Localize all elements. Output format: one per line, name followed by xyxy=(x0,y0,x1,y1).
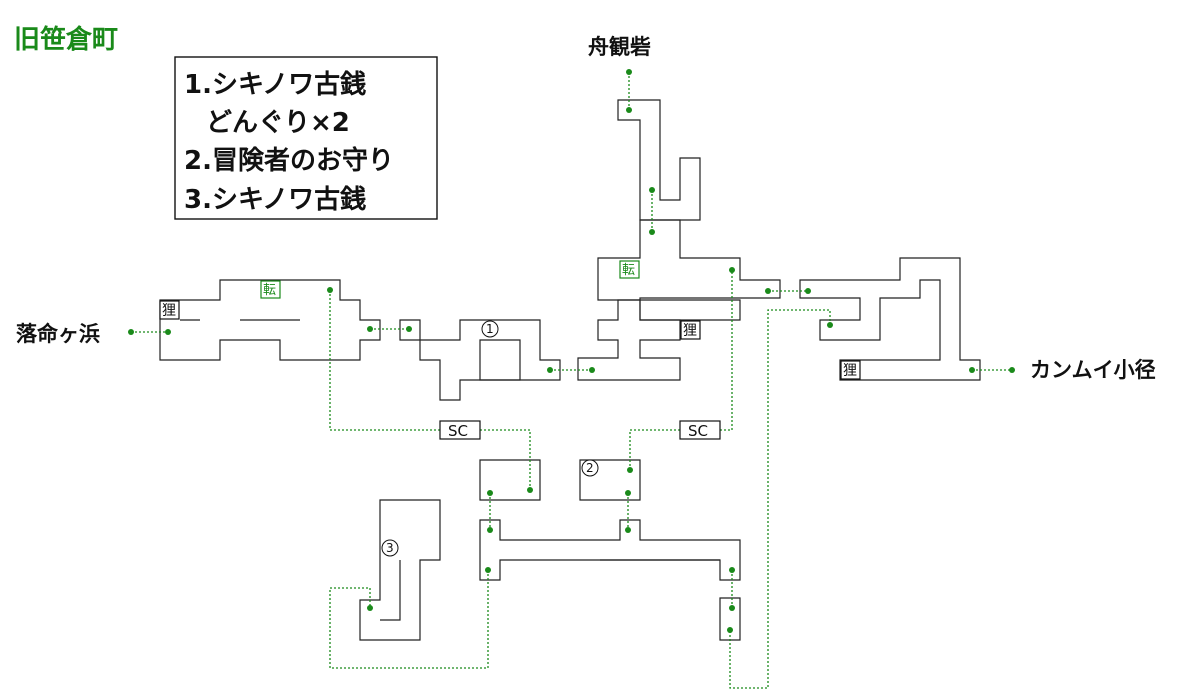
tanuki-marker-center: 狸 xyxy=(680,320,701,340)
teleport-marker-west: 転 xyxy=(260,280,281,299)
teleport-marker-north: 転 xyxy=(619,260,640,279)
tanuki-marker-west: 狸 xyxy=(159,300,180,320)
svg-text:SC: SC xyxy=(688,422,708,440)
svg-text:転: 転 xyxy=(263,283,276,298)
exit-east-label: カンムイ小径 xyxy=(1030,358,1156,382)
exit-west-label: 落命ヶ浜 xyxy=(16,322,100,346)
svg-text:狸: 狸 xyxy=(843,363,857,379)
area-title: 旧笹倉町 xyxy=(14,24,118,55)
svg-text:3: 3 xyxy=(386,541,394,555)
route-nodes xyxy=(128,69,1015,633)
svg-text:狸: 狸 xyxy=(683,323,697,339)
svg-text:1: 1 xyxy=(486,322,494,336)
shortcut-marker-east: SC xyxy=(679,420,721,440)
svg-text:転: 転 xyxy=(622,263,635,278)
tanuki-marker-east: 狸 xyxy=(840,360,861,380)
legend-item-2: 2.冒険者のお守り xyxy=(184,145,394,176)
svg-text:SC: SC xyxy=(448,422,468,440)
routes xyxy=(131,72,1012,689)
svg-text:狸: 狸 xyxy=(162,303,176,319)
shortcut-marker-west: SC xyxy=(439,420,481,440)
walls xyxy=(159,99,981,641)
svg-text:2: 2 xyxy=(586,461,594,475)
legend-item-3: 3.シキノワ古銭 xyxy=(184,185,366,215)
legend-item-1: 1.シキノワ古銭 xyxy=(184,70,366,100)
legend-box xyxy=(174,56,438,220)
item-marker-3: 3 xyxy=(381,539,399,557)
legend-item-1-extra: どんぐり×2 xyxy=(206,108,350,138)
item-legend: 1.シキノワ古銭 どんぐり×2 2.冒険者のお守り 3.シキノワ古銭 xyxy=(174,56,438,220)
exit-north-label: 舟観砦 xyxy=(588,35,651,59)
item-marker-2: 2 xyxy=(581,459,599,477)
item-marker-1: 1 xyxy=(481,320,499,338)
